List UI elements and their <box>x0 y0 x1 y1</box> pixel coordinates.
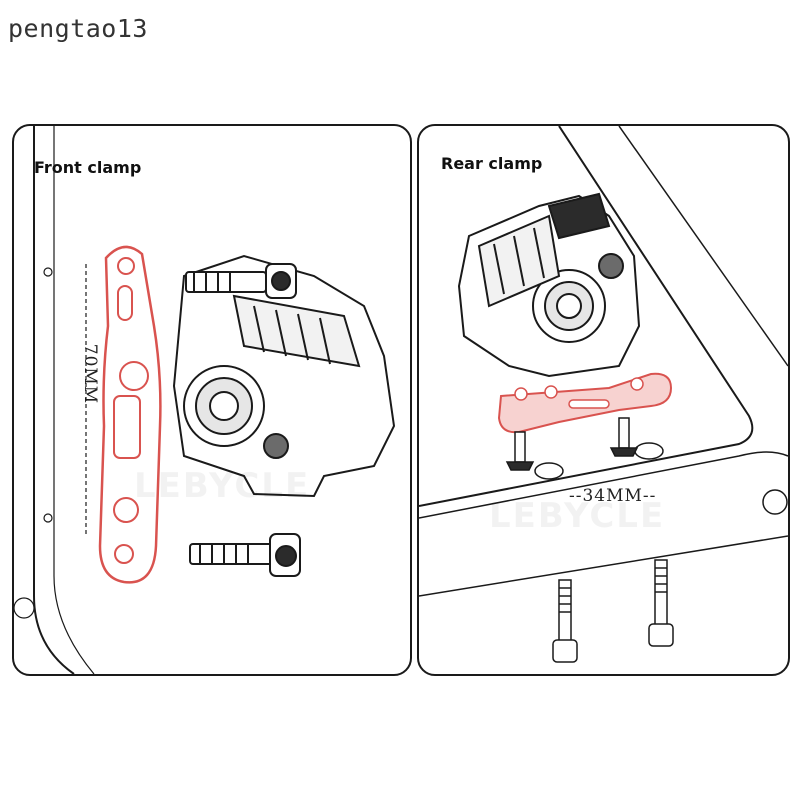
rear-long-bolts <box>552 559 674 663</box>
rear-brand-watermark: LEBYCLE <box>489 496 666 536</box>
front-adapter-plate <box>98 245 162 584</box>
frame-edge <box>419 126 754 507</box>
frame-edge-inner <box>53 126 95 674</box>
front-clamp-title: Front clamp <box>34 158 142 177</box>
rear-caliper <box>457 192 641 378</box>
frame-edge <box>33 126 75 674</box>
rear-dimension-label: --34MM-- <box>569 486 657 506</box>
front-clamp-panel: Front clamp 70MM LEBYCLE <box>12 124 412 676</box>
front-mounting-bolt <box>189 533 301 577</box>
front-dimension-label: 70MM <box>80 343 101 405</box>
rear-clamp-panel: Rear clamp --34MM-- LEBYCLE <box>417 124 790 676</box>
front-clamp-illustration <box>14 126 396 674</box>
rear-clamp-illustration <box>419 126 788 663</box>
rear-adapter-plate <box>497 372 673 434</box>
front-brand-watermark: LEBYCLE <box>134 466 311 506</box>
rear-short-screws <box>505 417 639 471</box>
front-caliper <box>172 254 396 498</box>
rear-clamp-title: Rear clamp <box>441 154 543 173</box>
seller-watermark: pengtao13 <box>8 14 148 43</box>
